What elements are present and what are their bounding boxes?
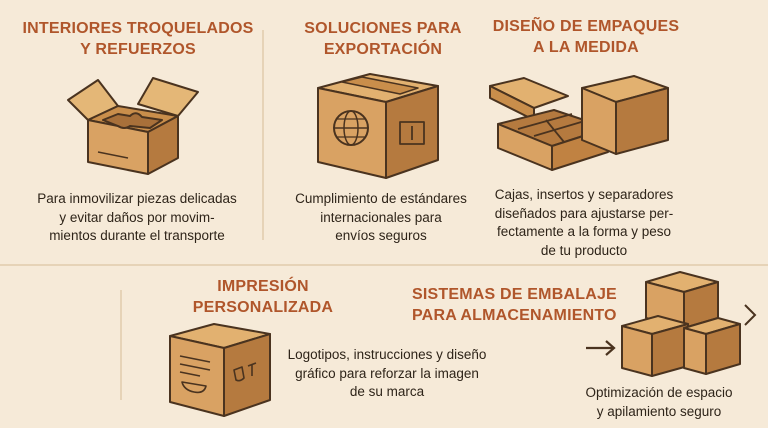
divider-horizontal: [0, 264, 768, 266]
open-box-insert-icon: [67, 77, 199, 175]
section-description: Cajas, insertos y separadores diseñados …: [494, 187, 674, 258]
section-title: INTERIORES TROQUELADOS Y REFUERZOS: [22, 20, 254, 58]
globe-box-icon: [317, 73, 439, 179]
section-description: Logotipos, instrucciones y diseño gráfic…: [287, 347, 487, 399]
chevron-right-icon[interactable]: [742, 302, 758, 328]
section-title: SOLUCIONES PARA EXPORTACIÓN: [304, 20, 462, 58]
printed-box-icon: [169, 323, 271, 417]
mailer-box-icon: [489, 75, 669, 171]
section-description: Optimización de espacio y apilamiento se…: [585, 385, 733, 419]
section-title: SISTEMAS DE EMBALAJE PARA ALMACENAMIENTO: [412, 286, 617, 324]
divider-vertical-1: [262, 30, 264, 240]
section-title: DISEÑO DE EMPAQUES A LA MEDIDA: [492, 18, 680, 56]
stacked-boxes-icon: [621, 271, 741, 377]
section-title: IMPRESIÓN PERSONALIZADA: [192, 278, 334, 316]
section-description: Para inmovilizar piezas delicadas y evit…: [37, 191, 237, 243]
arrow-right-icon: [586, 340, 616, 356]
divider-vertical-2: [120, 290, 122, 400]
section-description: Cumplimiento de estándares internacional…: [295, 191, 467, 243]
